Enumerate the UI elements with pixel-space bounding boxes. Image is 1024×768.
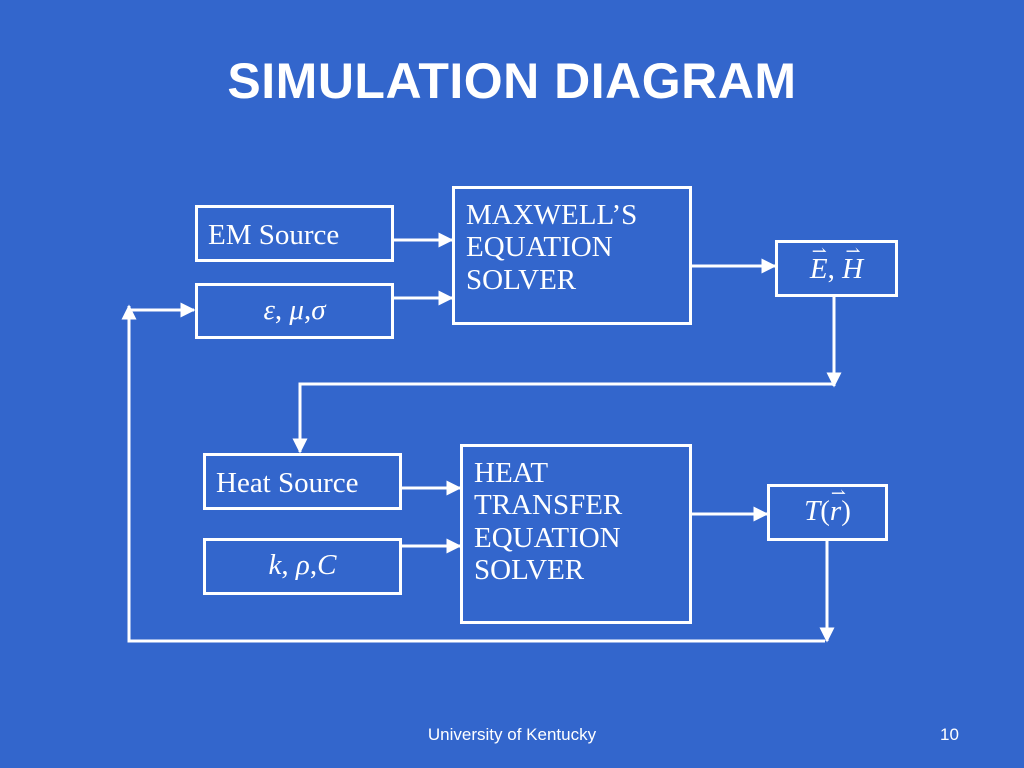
- em-parameters-box: ε, μ,σ: [195, 283, 394, 339]
- param-sigma: σ: [311, 294, 326, 326]
- param-epsilon: ε: [263, 294, 275, 326]
- arrow-to-heat-source: [292, 382, 834, 454]
- heat-solver-line-3: EQUATION: [474, 521, 621, 554]
- slide-title: SIMULATION DIAGRAM: [227, 53, 797, 109]
- footer-institution: University of Kentucky: [427, 725, 597, 744]
- field-h: H: [842, 253, 864, 285]
- temperature-output-box: T(⇀r): [767, 484, 888, 541]
- temp-close-paren: ): [841, 495, 851, 527]
- heat-parameters-box: k, ρ,C: [203, 538, 402, 595]
- maxwell-solver-line-1: MAXWELL’S: [466, 199, 638, 231]
- temp-t: T: [804, 495, 821, 527]
- param-k: k: [268, 549, 282, 581]
- heat-solver-line-2: TRANSFER: [474, 489, 623, 522]
- param-rho: ρ: [295, 549, 310, 581]
- param-mu: μ: [289, 294, 304, 326]
- maxwell-solver-line-3: SOLVER: [466, 263, 577, 296]
- em-source-label: EM Source: [208, 219, 340, 251]
- temp-open-paren: (: [820, 495, 830, 527]
- heat-solver-box: HEAT TRANSFER EQUATION SOLVER: [460, 444, 692, 624]
- heat-source-label: Heat Source: [216, 467, 359, 499]
- em-source-box: EM Source: [195, 205, 394, 262]
- field-output-box: ⇀E, ⇀H: [775, 240, 898, 297]
- heat-source-box: Heat Source: [203, 453, 402, 510]
- heat-solver-line-4: SOLVER: [474, 554, 585, 587]
- maxwell-solver-line-2: EQUATION: [466, 231, 613, 264]
- heat-solver-line-1: HEAT: [474, 457, 549, 489]
- maxwell-solver-box: MAXWELL’S EQUATION SOLVER: [452, 186, 692, 325]
- param-c: C: [317, 549, 337, 581]
- temp-r: r: [829, 495, 842, 527]
- page-number: 10: [940, 725, 959, 744]
- field-e: E: [809, 253, 828, 285]
